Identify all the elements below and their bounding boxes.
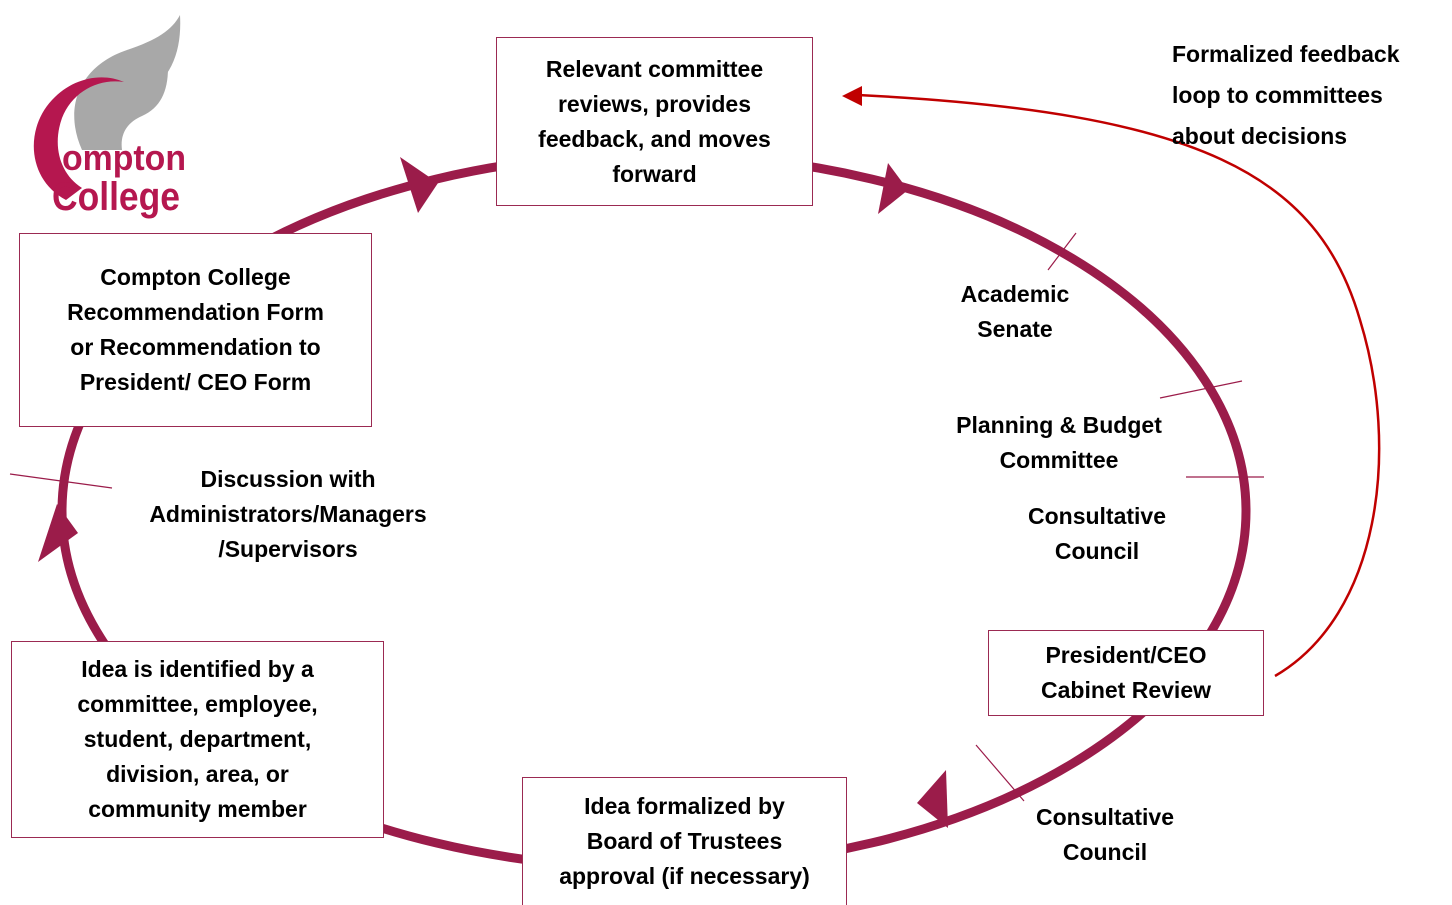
label-consultative-council-lower: Consultative Council	[1035, 804, 1175, 865]
label-planning-budget-committee: Planning & Budget Committee	[956, 412, 1162, 473]
stage-divider-left	[9, 473, 113, 489]
label-academic-senate: Academic Senate	[960, 281, 1070, 342]
logo-text-ompton: ompton	[62, 137, 186, 178]
compton-college-logo: ompton College	[33, 15, 186, 219]
logo-red-swoosh	[33, 77, 124, 200]
label-formalized-feedback-loop: Formalized feedback loop to committees a…	[1172, 41, 1400, 149]
cycle-arrow-bottom	[917, 770, 948, 828]
label-discussion-administrators: Discussion with Administrators/Managers …	[149, 466, 427, 562]
box-board-of-trustees: Idea formalized by Board of Trustees app…	[522, 777, 847, 905]
logo-gray-swoosh-inner	[99, 68, 168, 150]
cycle-arrow-left-upward	[38, 504, 78, 562]
logo-text-college: College	[52, 175, 180, 219]
feedback-loop-arrowhead	[842, 86, 862, 106]
box-recommendation-form: Compton College Recommendation Form or R…	[19, 233, 372, 427]
feedback-loop-arrow	[857, 93, 1381, 678]
cycle-arrow-top-right	[878, 163, 908, 214]
stage-divider-planning-budget	[1159, 380, 1243, 399]
box-relevant-committee: Relevant committee reviews, provides fee…	[496, 37, 813, 206]
logo-gray-swoosh	[74, 15, 181, 150]
stage-divider-bottom-right	[975, 744, 1025, 802]
cycle-arrow-top-left	[400, 157, 438, 213]
box-idea-identified: Idea is identified by a committee, emplo…	[11, 641, 384, 838]
label-consultative-council-upper: Consultative Council	[1027, 503, 1167, 564]
box-president-cabinet-review: President/CEO Cabinet Review	[988, 630, 1264, 716]
stage-divider-academic-senate	[1047, 232, 1077, 271]
